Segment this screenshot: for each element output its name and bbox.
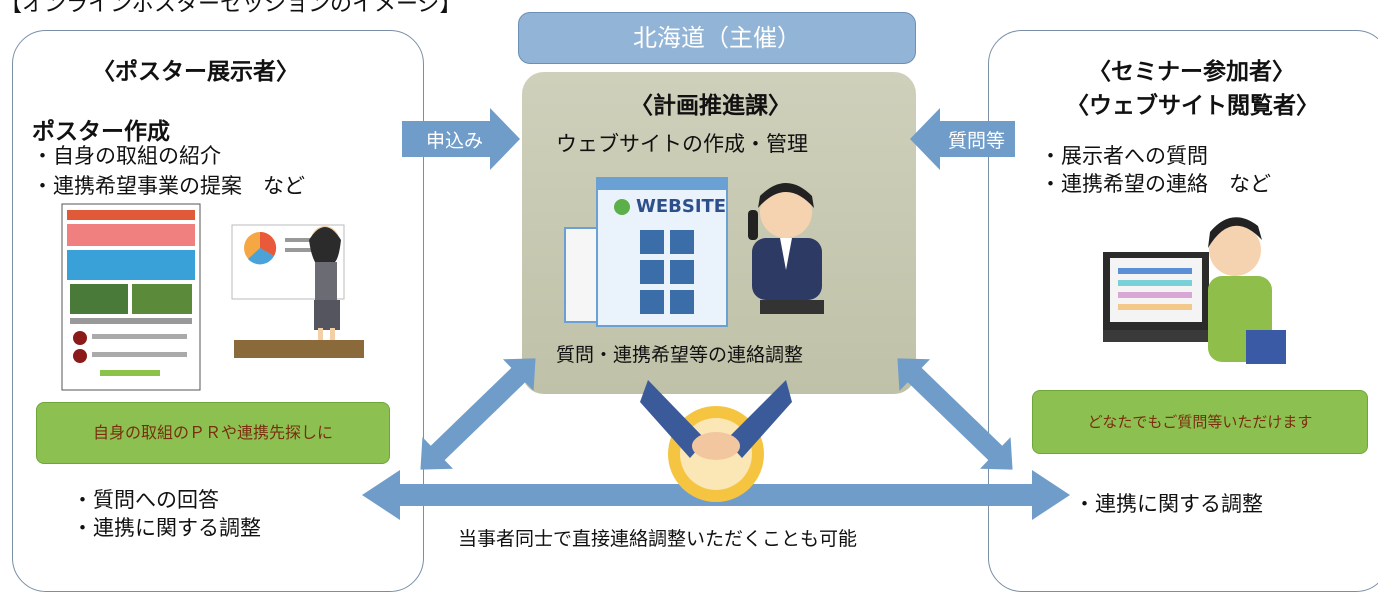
website-task: ウェブサイトの作成・管理 — [556, 132, 808, 156]
poster-creation-heading: ポスター作成 — [32, 119, 170, 145]
participant-bottom-item: ・連携に関する調整 — [1074, 492, 1263, 516]
coordination-text: 質問・連携希望等の連絡調整 — [556, 344, 804, 366]
page-title: 【オンラインポスターセッションのイメージ】 — [0, 0, 462, 17]
right-diagonal-arrow — [897, 358, 1013, 470]
participant-note: どなたでもご質問等いただけます — [1032, 390, 1368, 454]
exhibitor-bottom-item: ・質問への回答 — [72, 488, 219, 512]
questions-label: 質問等 — [948, 130, 1006, 152]
exhibitor-item: ・自身の取組の紹介 — [32, 144, 221, 168]
participant-item: ・展示者への質問 — [1040, 144, 1208, 168]
poster-illustration — [61, 203, 201, 391]
handshake-illustration — [640, 380, 792, 502]
exhibitor-bottom-item: ・連携に関する調整 — [72, 516, 261, 540]
diagram-graphics — [61, 108, 1286, 520]
planning-division-heading: 〈計画推進課〉 — [630, 93, 791, 119]
left-diagonal-arrow — [420, 358, 536, 470]
apply-arrow — [402, 108, 520, 170]
participant-item: ・連携希望の連絡 など — [1040, 172, 1271, 196]
exhibitor-item: ・連携希望事業の提案 など — [32, 174, 305, 198]
exhibitor-heading: 〈ポスター展示者〉 — [92, 59, 299, 85]
website-illustration — [564, 177, 728, 327]
presenter-illustration — [231, 224, 364, 358]
exhibitor-note-text: 自身の取組のＰＲや連携先探しに — [92, 423, 333, 442]
website-label: WEBSITE — [636, 196, 727, 217]
participant-note-text: どなたでもご質問等いただけます — [1087, 413, 1313, 431]
participant-heading: 〈セミナー参加者〉 — [1088, 59, 1295, 85]
computer-user-illustration — [1103, 217, 1286, 364]
exhibitor-note: 自身の取組のＰＲや連携先探しに — [36, 402, 390, 464]
direct-contact-note: 当事者同士で直接連絡調整いただくことも可能 — [458, 528, 858, 550]
staff-phone-illustration — [748, 183, 824, 314]
organizer-box: 北海道（主催） — [518, 12, 916, 64]
viewer-heading: 〈ウェブサイト閲覧者〉 — [1066, 93, 1319, 119]
apply-label: 申込み — [426, 130, 484, 152]
questions-arrow — [910, 108, 1015, 170]
